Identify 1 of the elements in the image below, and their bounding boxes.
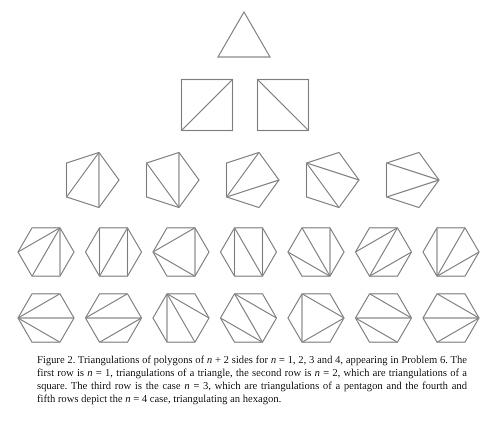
figure-caption: Figure 2. Triangulations of polygons of n + 2 sides for n = 1, 2, 3 and 4, appearing in Problem 6. The first row is n = 1, triangulations of a triangle, the second row is n = 2, which are triangulations of a square. The third row is the case n = 3, which are triangulations of a pentagon and the fourth and fifth rows depict the n = 4 case, triangulating an hexagon. (37, 354, 467, 406)
